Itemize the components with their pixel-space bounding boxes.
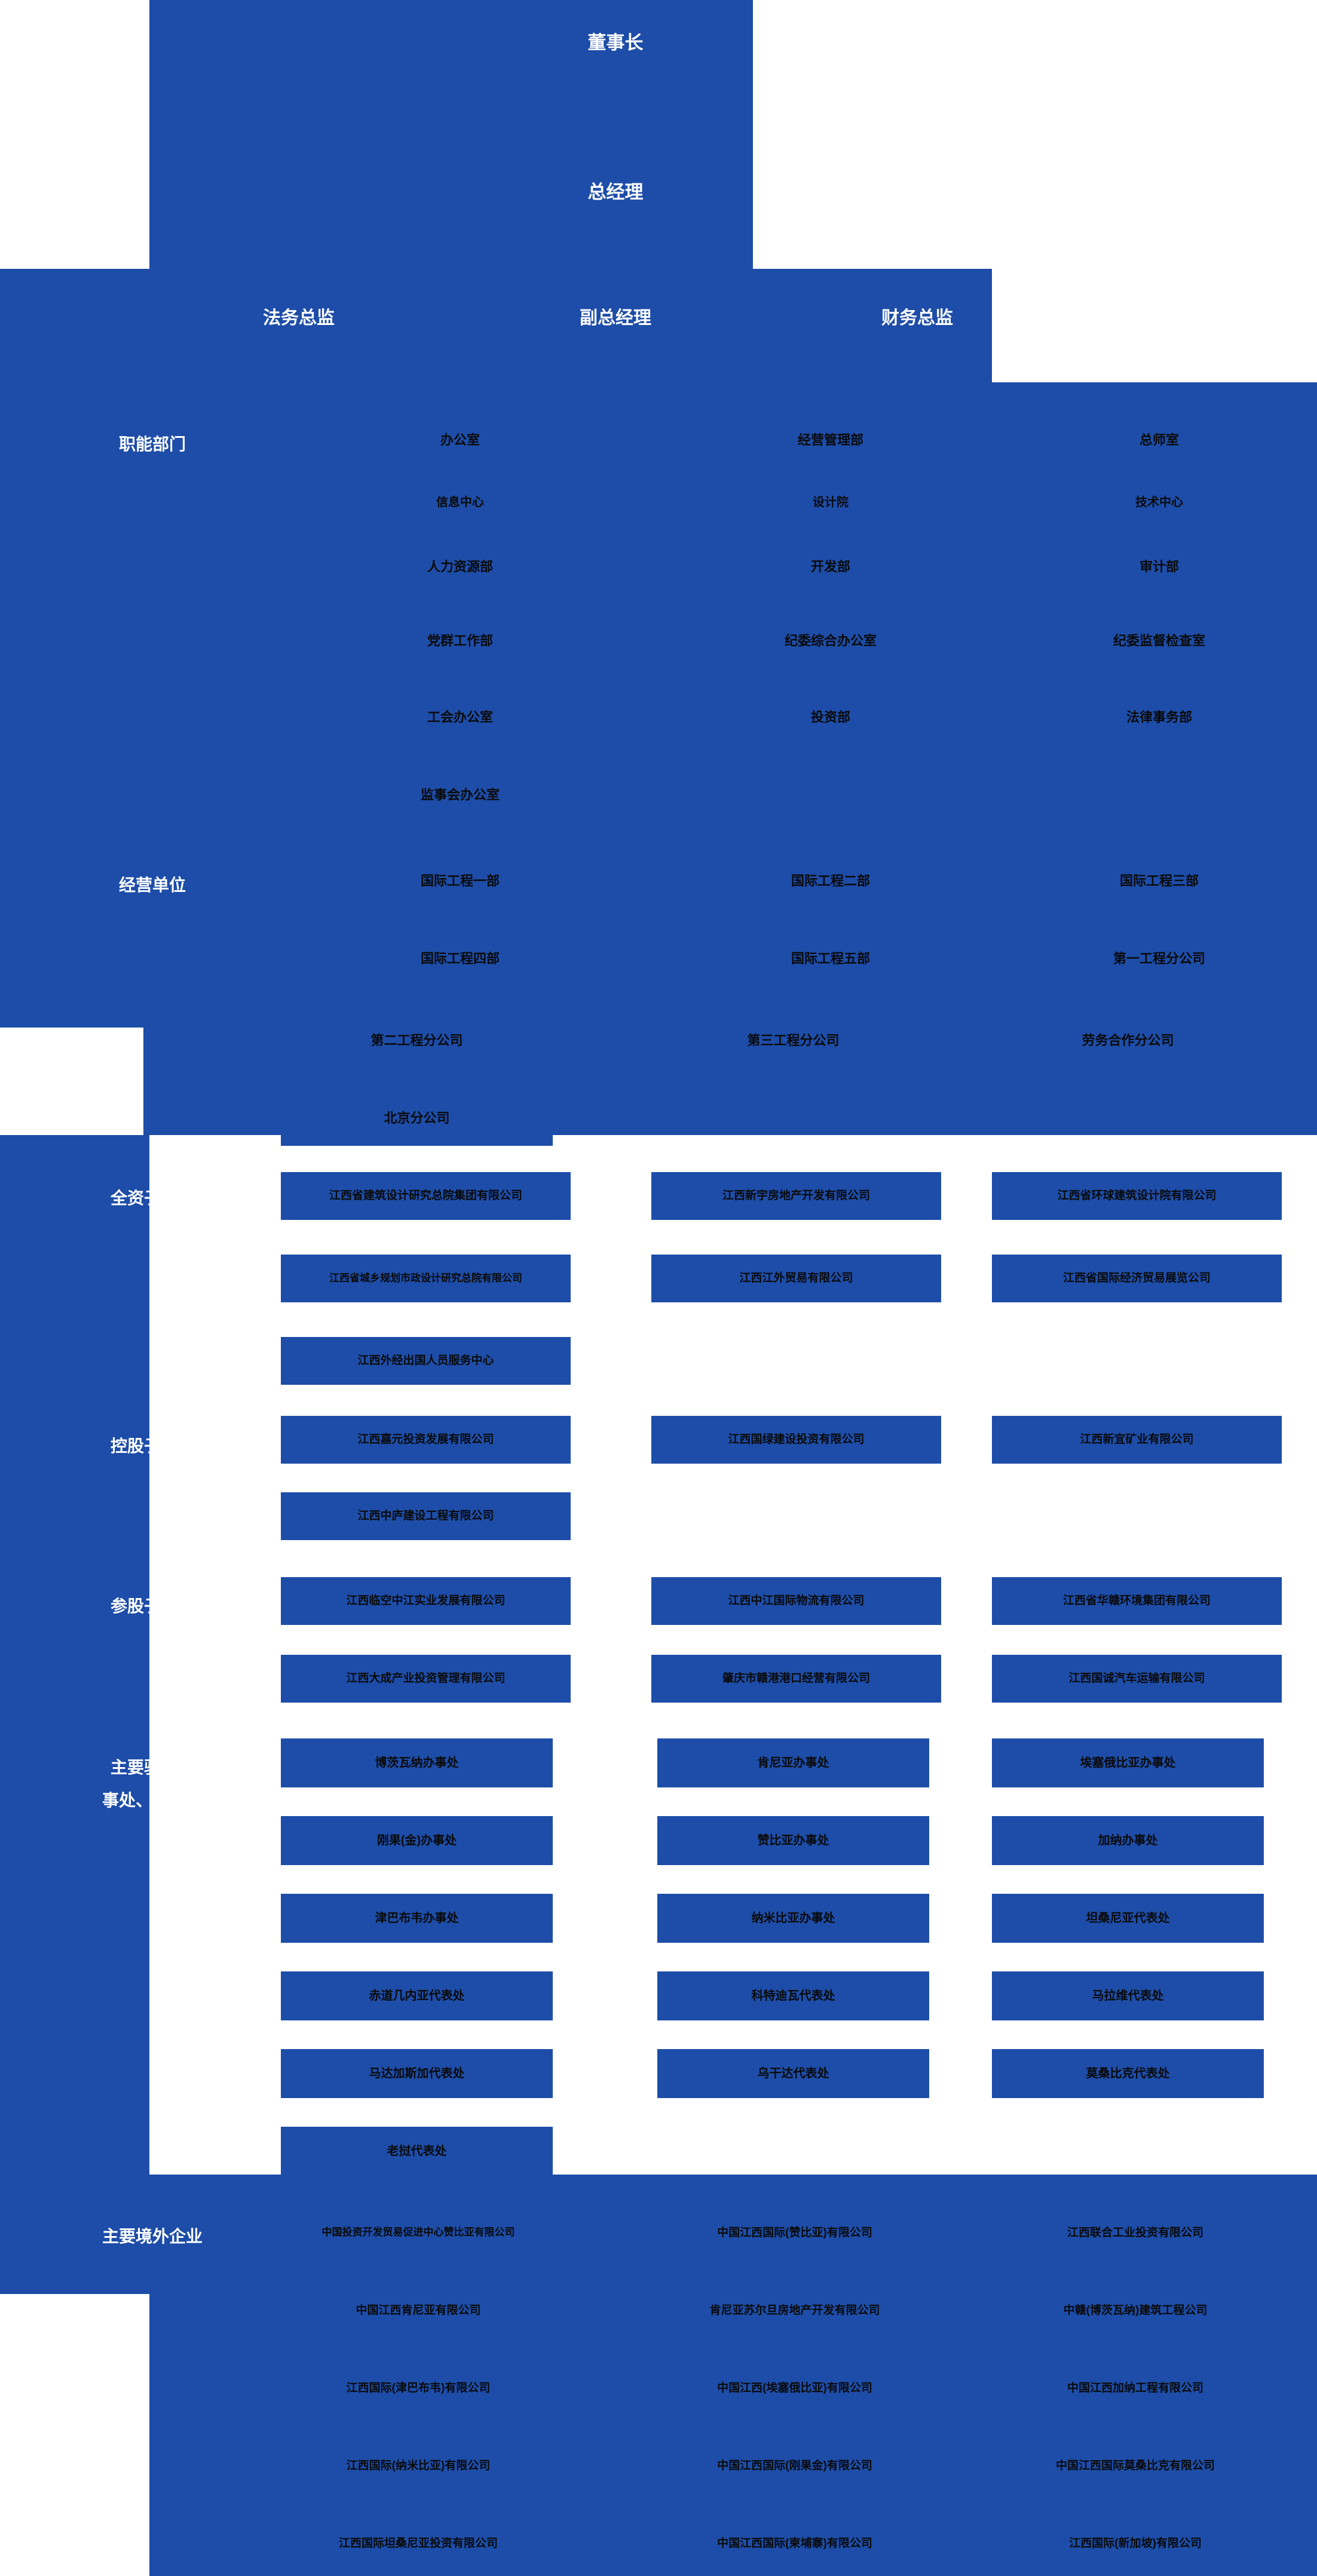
overseas-office-1-4[interactable]: 赤道几内亚代表处	[281, 1971, 553, 2020]
unit-intl-eng-1[interactable]: 国际工程一部	[420, 873, 500, 888]
dept-technology-center[interactable]: 技术中心	[1135, 496, 1183, 509]
unit-second-eng-branch[interactable]: 第二工程分公司	[281, 1013, 553, 1068]
overseas-office-3-5[interactable]: 莫桑比克代表处	[992, 2049, 1264, 2098]
equity-sub-1-2[interactable]: 江西大成产业投资管理有限公司	[281, 1655, 571, 1703]
dept-information-center[interactable]: 信息中心	[436, 496, 484, 509]
category-label-wholly-owned: 全资子公司	[110, 1189, 194, 1207]
category-label-equity-subsidiaries: 参股子公司	[110, 1597, 194, 1615]
overseas-enterprise-2-3[interactable]: 中国江西(埃塞俄比亚)有限公司	[717, 2382, 872, 2394]
panel-directors-row	[0, 269, 992, 382]
overseas-office-2-2[interactable]: 赞比亚办事处	[657, 1816, 929, 1865]
overseas-office-3-2[interactable]: 加纳办事处	[992, 1816, 1264, 1865]
equity-sub-2-1[interactable]: 江西中江国际物流有限公司	[651, 1577, 941, 1625]
panel-overseas-bottom	[149, 2175, 1317, 2576]
unit-first-eng-branch[interactable]: 第一工程分公司	[1113, 951, 1205, 966]
equity-sub-1-1[interactable]: 江西临空中江实业发展有限公司	[281, 1577, 571, 1625]
category-label-overseas-enterprises: 主要境外企业	[102, 2227, 203, 2246]
overseas-enterprise-2-4[interactable]: 中国江西国际(刚果金)有限公司	[717, 2460, 872, 2472]
unit-third-eng-branch[interactable]: 第三工程分公司	[657, 1013, 929, 1068]
dept-discipline-general-office[interactable]: 纪委综合办公室	[784, 633, 877, 648]
unit-labor-cooperation-branch[interactable]: 劳务合作分公司	[992, 1013, 1264, 1068]
overseas-office-2-3[interactable]: 纳米比亚办事处	[657, 1894, 929, 1943]
overseas-office-2-4[interactable]: 科特迪瓦代表处	[657, 1971, 929, 2020]
overseas-enterprise-3-4[interactable]: 中国江西国际莫桑比克有限公司	[1055, 2460, 1215, 2472]
overseas-enterprise-2-1[interactable]: 中国江西国际(赞比亚)有限公司	[717, 2227, 872, 2239]
overseas-office-1-1[interactable]: 博茨瓦纳办事处	[281, 1738, 553, 1787]
unit-beijing-branch[interactable]: 北京分公司	[281, 1091, 553, 1146]
overseas-office-2-1[interactable]: 肯尼亚办事处	[657, 1738, 929, 1787]
dept-party-work[interactable]: 党群工作部	[427, 633, 493, 648]
overseas-office-1-6[interactable]: 老挝代表处	[281, 2127, 553, 2176]
overseas-office-1-2[interactable]: 刚果(金)办事处	[281, 1816, 553, 1865]
dept-business-management[interactable]: 经营管理部	[797, 433, 863, 447]
holding-sub-2-1[interactable]: 江西国绿建设投资有限公司	[651, 1416, 941, 1464]
overseas-enterprise-2-5[interactable]: 中国江西国际(柬埔寨)有限公司	[717, 2537, 872, 2550]
category-label-functional-departments: 职能部门	[118, 435, 186, 453]
wholly-owned-2-1[interactable]: 江西新宇房地产开发有限公司	[651, 1172, 941, 1220]
overseas-enterprise-1-1[interactable]: 中国投资开发贸易促进中心赞比亚有限公司	[321, 2227, 515, 2238]
dept-discipline-inspection-room[interactable]: 纪委监督检查室	[1113, 633, 1205, 648]
category-label-holding-subsidiaries: 控股子公司	[110, 1437, 194, 1455]
exec-deputy-general-manager: 副总经理	[580, 308, 651, 328]
wholly-owned-2-2[interactable]: 江西江外贸易有限公司	[651, 1255, 941, 1302]
wholly-owned-1-2[interactable]: 江西省城乡规划市政设计研究总院有限公司	[281, 1255, 571, 1302]
unit-intl-eng-3[interactable]: 国际工程三部	[1119, 873, 1199, 888]
panel-gm-column	[149, 0, 753, 269]
dept-chief-engineer-office[interactable]: 总师室	[1139, 433, 1179, 447]
panel-main-field	[0, 382, 1317, 1028]
dept-supervisory-board-office[interactable]: 监事会办公室	[420, 787, 500, 802]
holding-sub-1-1[interactable]: 江西嘉元投资发展有限公司	[281, 1416, 571, 1464]
exec-finance-director: 财务总监	[881, 308, 953, 328]
unit-intl-eng-5[interactable]: 国际工程五部	[791, 951, 870, 966]
equity-sub-2-2[interactable]: 肇庆市赣港港口经营有限公司	[651, 1655, 941, 1703]
unit-intl-eng-4[interactable]: 国际工程四部	[420, 951, 500, 966]
equity-sub-3-2[interactable]: 江西国诚汽车运输有限公司	[992, 1655, 1282, 1703]
wholly-owned-3-1[interactable]: 江西省环球建筑设计院有限公司	[992, 1172, 1282, 1220]
dept-legal-affairs[interactable]: 法律事务部	[1126, 710, 1192, 725]
category-label-business-units: 经营单位	[118, 876, 186, 894]
overseas-enterprise-1-3[interactable]: 江西国际(津巴布韦)有限公司	[346, 2382, 491, 2394]
overseas-enterprise-1-5[interactable]: 江西国际坦桑尼亚投资有限公司	[338, 2537, 498, 2550]
exec-legal-director: 法务总监	[263, 308, 335, 328]
dept-human-resources[interactable]: 人力资源部	[427, 559, 493, 574]
exec-chairman: 董事长	[587, 32, 644, 53]
dept-development[interactable]: 开发部	[810, 559, 850, 574]
wholly-owned-3-2[interactable]: 江西省国际经济贸易展览公司	[992, 1255, 1282, 1302]
overseas-office-1-5[interactable]: 马达加斯加代表处	[281, 2049, 553, 2098]
dept-investment[interactable]: 投资部	[810, 710, 850, 725]
overseas-enterprise-3-2[interactable]: 中赣(博茨瓦纳)建筑工程公司	[1063, 2304, 1208, 2317]
overseas-enterprise-2-2[interactable]: 肯尼亚苏尔旦房地产开发有限公司	[709, 2304, 880, 2317]
dept-audit[interactable]: 审计部	[1139, 559, 1179, 574]
overseas-office-3-4[interactable]: 马拉维代表处	[992, 1971, 1264, 2020]
category-label-overseas-offices-line1: 主要驻外办	[110, 1758, 194, 1777]
overseas-office-3-3[interactable]: 坦桑尼亚代表处	[992, 1894, 1264, 1943]
dept-office[interactable]: 办公室	[440, 433, 480, 447]
overseas-enterprise-1-4[interactable]: 江西国际(纳米比亚)有限公司	[346, 2460, 491, 2472]
overseas-office-1-3[interactable]: 津巴布韦办事处	[281, 1894, 553, 1943]
holding-sub-3-1[interactable]: 江西新宜矿业有限公司	[992, 1416, 1282, 1464]
panel-subs-left-spine	[0, 1135, 149, 2294]
overseas-enterprise-3-5[interactable]: 江西国际(新加坡)有限公司	[1069, 2537, 1202, 2550]
dept-union-office[interactable]: 工会办公室	[427, 710, 493, 725]
wholly-owned-1-3[interactable]: 江西外经出国人员服务中心	[281, 1337, 571, 1385]
wholly-owned-1-1[interactable]: 江西省建筑设计研究总院集团有限公司	[281, 1172, 571, 1220]
category-label-overseas-offices-line2: 事处、代表处	[102, 1791, 203, 1810]
overseas-enterprise-1-2[interactable]: 中国江西肯尼亚有限公司	[356, 2304, 481, 2317]
overseas-office-3-1[interactable]: 埃塞俄比亚办事处	[992, 1738, 1264, 1787]
overseas-office-2-5[interactable]: 乌干达代表处	[657, 2049, 929, 2098]
unit-intl-eng-2[interactable]: 国际工程二部	[791, 873, 870, 888]
equity-sub-3-1[interactable]: 江西省华赣环境集团有限公司	[992, 1577, 1282, 1625]
overseas-enterprise-3-3[interactable]: 中国江西加纳工程有限公司	[1067, 2382, 1203, 2394]
exec-general-manager: 总经理	[587, 182, 644, 203]
overseas-enterprise-3-1[interactable]: 江西联合工业投资有限公司	[1067, 2227, 1203, 2239]
holding-sub-1-2[interactable]: 江西中庐建设工程有限公司	[281, 1492, 571, 1540]
dept-design-institute[interactable]: 设计院	[813, 496, 849, 509]
